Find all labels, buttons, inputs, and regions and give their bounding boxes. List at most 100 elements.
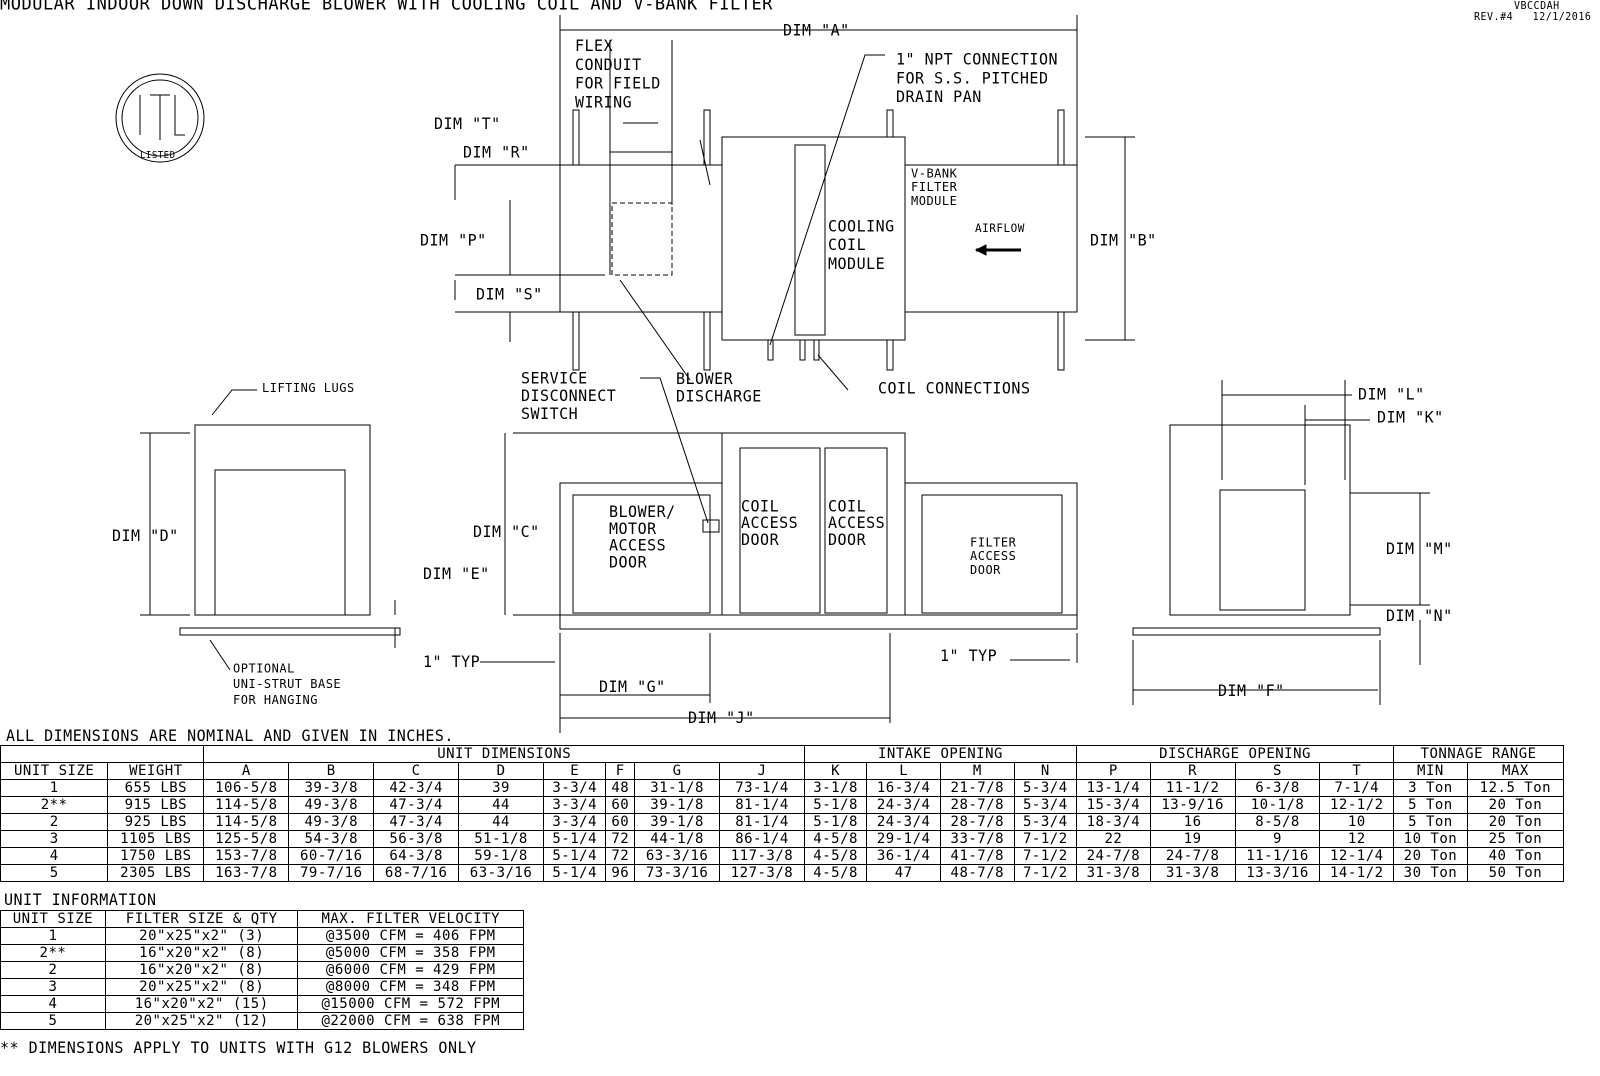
table-cell: 48-7/8 [939, 864, 1015, 882]
table-cell: 31-3/8 [1149, 864, 1236, 882]
table-cell: 3 [0, 978, 106, 996]
table-cell: 125-5/8 [203, 830, 290, 848]
table-cell: 96 [605, 864, 636, 882]
table-cell: 50 Ton [1466, 864, 1565, 882]
table-cell: 44 [458, 796, 544, 814]
table-cell: 72 [605, 830, 636, 848]
table-cell: 5-3/4 [1013, 779, 1078, 797]
table-cell: 5-1/4 [542, 830, 607, 848]
table-cell: 60 [605, 796, 636, 814]
table-cell: 7-1/2 [1013, 864, 1078, 882]
table-cell: 28-7/8 [939, 813, 1015, 831]
column-header: UNIT SIZE [0, 910, 106, 928]
table-cell: 2 [0, 813, 109, 831]
dim-s-label: DIM "S" [476, 284, 543, 304]
table-cell: 42-3/4 [373, 779, 460, 797]
table-cell: 3 Ton [1393, 779, 1468, 797]
drawing-id: VBCCDAH [1514, 0, 1560, 13]
table-cell: 7-1/2 [1013, 830, 1078, 848]
table-cell: 20 Ton [1466, 813, 1565, 831]
table-cell: 51-1/8 [458, 830, 544, 848]
table-cell: 10 [1319, 813, 1395, 831]
table-cell: 114-5/8 [203, 813, 290, 831]
table-cell: 81-1/4 [719, 813, 805, 831]
table-row: 2**16"x20"x2" (8)@5000 CFM = 358 FPM [0, 944, 524, 962]
column-header: J [719, 762, 805, 780]
cooling-coil-label: COOLING COIL MODULE [828, 216, 895, 274]
dim-g-label: DIM "G" [599, 677, 666, 697]
table-cell: 20"x25"x2" (12) [104, 1012, 299, 1030]
table-cell: 44 [458, 813, 544, 831]
table-cell: 31-3/8 [1076, 864, 1151, 882]
column-header: S [1234, 762, 1321, 780]
table-cell: 4 [0, 995, 106, 1013]
front-view [480, 432, 1078, 733]
column-header: UNIT SIZE [0, 762, 109, 780]
dim-r-label: DIM "R" [463, 142, 530, 162]
top-view [454, 15, 1135, 524]
column-header: G [634, 762, 721, 780]
table-cell: 117-3/8 [719, 847, 805, 865]
table-cell: 16-3/4 [866, 779, 941, 797]
right-side-view [1132, 380, 1430, 705]
table-cell: @8000 CFM = 348 FPM [297, 978, 524, 996]
table-cell: 24-7/8 [1076, 847, 1151, 865]
column-header: D [458, 762, 544, 780]
dim-t-label: DIM "T" [434, 114, 501, 134]
dim-c-label: DIM "C" [473, 522, 540, 542]
table-cell: 12 [1319, 830, 1395, 848]
table-cell: 114-5/8 [203, 796, 290, 814]
table-cell: 915 LBS [107, 796, 205, 814]
column-header: N [1013, 762, 1078, 780]
table-cell: 20 Ton [1466, 796, 1565, 814]
table-cell: 73-1/4 [719, 779, 805, 797]
table-cell: 5-3/4 [1013, 796, 1078, 814]
table-cell: 16 [1149, 813, 1236, 831]
table-cell: 12-1/4 [1319, 847, 1395, 865]
table-cell: 4 [0, 847, 109, 865]
table-cell: 49-3/8 [288, 796, 375, 814]
footnote: ** DIMENSIONS APPLY TO UNITS WITH G12 BL… [0, 1038, 477, 1058]
table-cell: 14-1/2 [1319, 864, 1395, 882]
dimensions-note: ALL DIMENSIONS ARE NOMINAL AND GIVEN IN … [6, 726, 454, 746]
table-cell: @6000 CFM = 429 FPM [297, 961, 524, 979]
table-cell: 21-7/8 [939, 779, 1015, 797]
table-cell: 13-1/4 [1076, 779, 1151, 797]
table-cell: 3-3/4 [542, 779, 607, 797]
table-cell: 655 LBS [107, 779, 205, 797]
airflow-label: AIRFLOW [975, 221, 1025, 236]
table-cell: 39-1/8 [634, 813, 721, 831]
table-cell: 3-1/8 [803, 779, 868, 797]
group-header: DISCHARGE OPENING [1076, 745, 1395, 763]
table-cell: 79-7/16 [288, 864, 375, 882]
dim-f-label: DIM "F" [1218, 681, 1285, 701]
table-cell: 12.5 Ton [1466, 779, 1565, 797]
table-cell: 10-1/8 [1234, 796, 1321, 814]
table-cell: 5-1/8 [803, 796, 868, 814]
typ-right-label: 1" TYP [940, 646, 998, 666]
table-cell: 24-7/8 [1149, 847, 1236, 865]
table-cell: 7-1/4 [1319, 779, 1395, 797]
lifting-lugs-note: LIFTING LUGS [262, 380, 355, 396]
table-cell: 5-3/4 [1013, 813, 1078, 831]
table-cell: 13-3/16 [1234, 864, 1321, 882]
table-cell: @15000 CFM = 572 FPM [297, 995, 524, 1013]
table-cell: 2** [0, 796, 109, 814]
dim-j-label: DIM "J" [688, 708, 755, 728]
table-cell: 54-3/8 [288, 830, 375, 848]
table-cell: 3-3/4 [542, 796, 607, 814]
table-cell: 18-3/4 [1076, 813, 1151, 831]
column-header: R [1149, 762, 1236, 780]
table-cell: 3 [0, 830, 109, 848]
unistrut-note: OPTIONAL UNI-STRUT BASE FOR HANGING [233, 660, 342, 708]
table-cell: 8-5/8 [1234, 813, 1321, 831]
table-cell: 60 [605, 813, 636, 831]
unit-info-title: UNIT INFORMATION [4, 890, 157, 910]
dim-b-label: DIM "B" [1090, 230, 1157, 250]
column-header: B [288, 762, 375, 780]
table-cell: 31-1/8 [634, 779, 721, 797]
